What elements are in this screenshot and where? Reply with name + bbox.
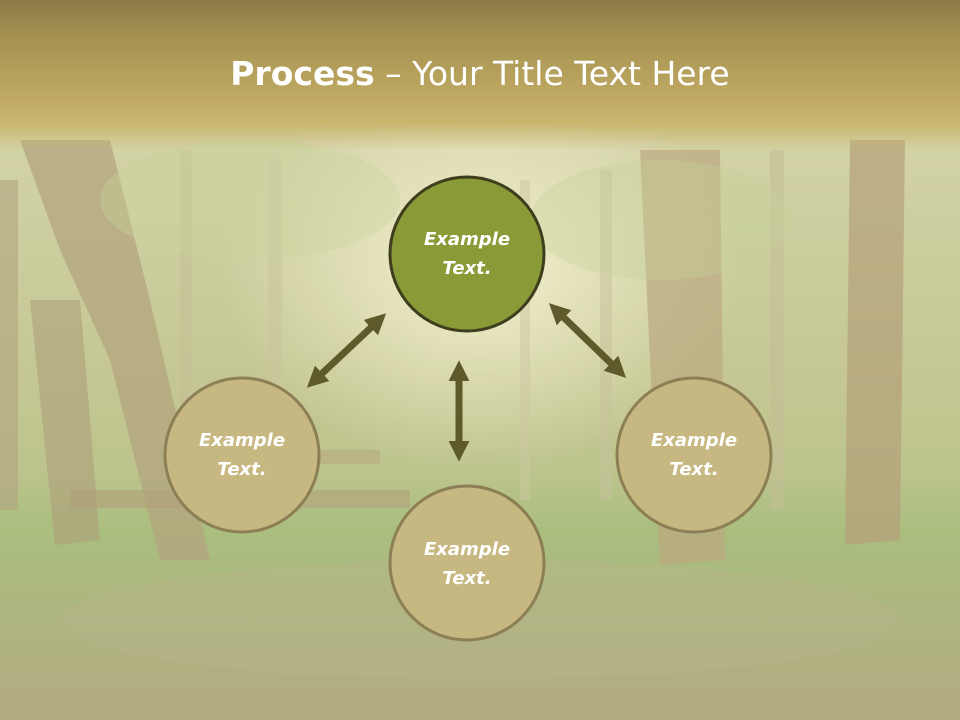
arrow-top-left — [306, 313, 387, 388]
node-top-label: Example Text. — [423, 229, 511, 279]
arrow-top-right — [548, 303, 627, 378]
node-right-label: Example Text. — [650, 430, 738, 480]
title-rest: Your Title Text Here — [412, 54, 730, 93]
node-left-label: Example Text. — [198, 430, 286, 480]
node-top-circle — [388, 175, 546, 333]
node-bottom-label: Example Text. — [423, 539, 511, 589]
title-separator: – — [374, 54, 413, 93]
node-left-circle — [163, 376, 321, 534]
node-bottom-circle — [388, 484, 546, 642]
slide-title: Process – Your Title Text Here — [0, 52, 960, 96]
node-right-circle — [615, 376, 773, 534]
title-band — [0, 0, 960, 150]
title-bold: Process — [230, 54, 375, 93]
